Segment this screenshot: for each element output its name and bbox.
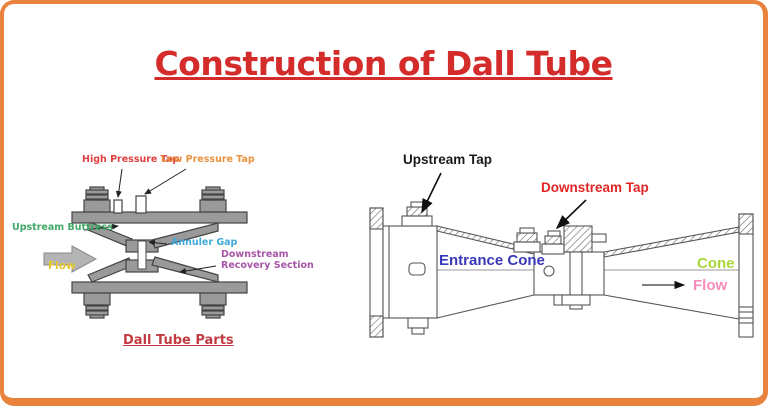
left-diagram-caption: Dall Tube Parts	[123, 333, 234, 348]
throat-tap-fitting	[513, 227, 541, 253]
flow-label-left: Flow	[48, 260, 76, 272]
dall-tube-cross-section-drawing	[43, 168, 248, 319]
high-pressure-tap-leader	[115, 168, 123, 198]
low-pressure-tap-stub	[135, 195, 147, 214]
annular-gap-leader	[148, 239, 168, 246]
downstream-tap-leader	[555, 199, 587, 230]
downstream-tap-label: Downstream Tap	[541, 180, 649, 195]
upstream-buttress-leader	[83, 223, 119, 231]
upstream-tap-leader	[421, 172, 442, 214]
leader-lines	[421, 172, 587, 230]
downstream-recovery-leader	[179, 265, 217, 274]
flow-label-right: Flow	[693, 277, 728, 294]
dall-tube-line-drawing	[369, 172, 754, 338]
annular-gap-label: Annuler Gap	[171, 237, 238, 248]
low-pressure-tap-leader	[144, 168, 187, 195]
downstream-tap-fitting	[541, 230, 565, 255]
tube-body	[71, 186, 248, 319]
cone-label: Cone	[697, 255, 735, 272]
flow-arrow	[43, 245, 98, 273]
downstream-recovery-section-label: Downstream Recovery Section	[221, 249, 314, 271]
venturi-body	[369, 201, 754, 338]
high-pressure-tap-stub	[113, 199, 123, 214]
page-title: Construction of Dall Tube	[154, 44, 613, 83]
upstream-tap-label: Upstream Tap	[403, 152, 493, 167]
low-pressure-tap-label: Low Pressure Tap	[161, 154, 255, 165]
entrance-cone-label: Entrance Cone	[439, 252, 545, 269]
leader-lines	[83, 168, 217, 274]
upstream-tap-fitting	[401, 201, 433, 227]
high-pressure-tap-label: High Pressure Tap	[82, 154, 180, 165]
annular-gap-tube	[137, 240, 147, 270]
upstream-buttress-label: Upstream Buttress	[12, 222, 113, 233]
